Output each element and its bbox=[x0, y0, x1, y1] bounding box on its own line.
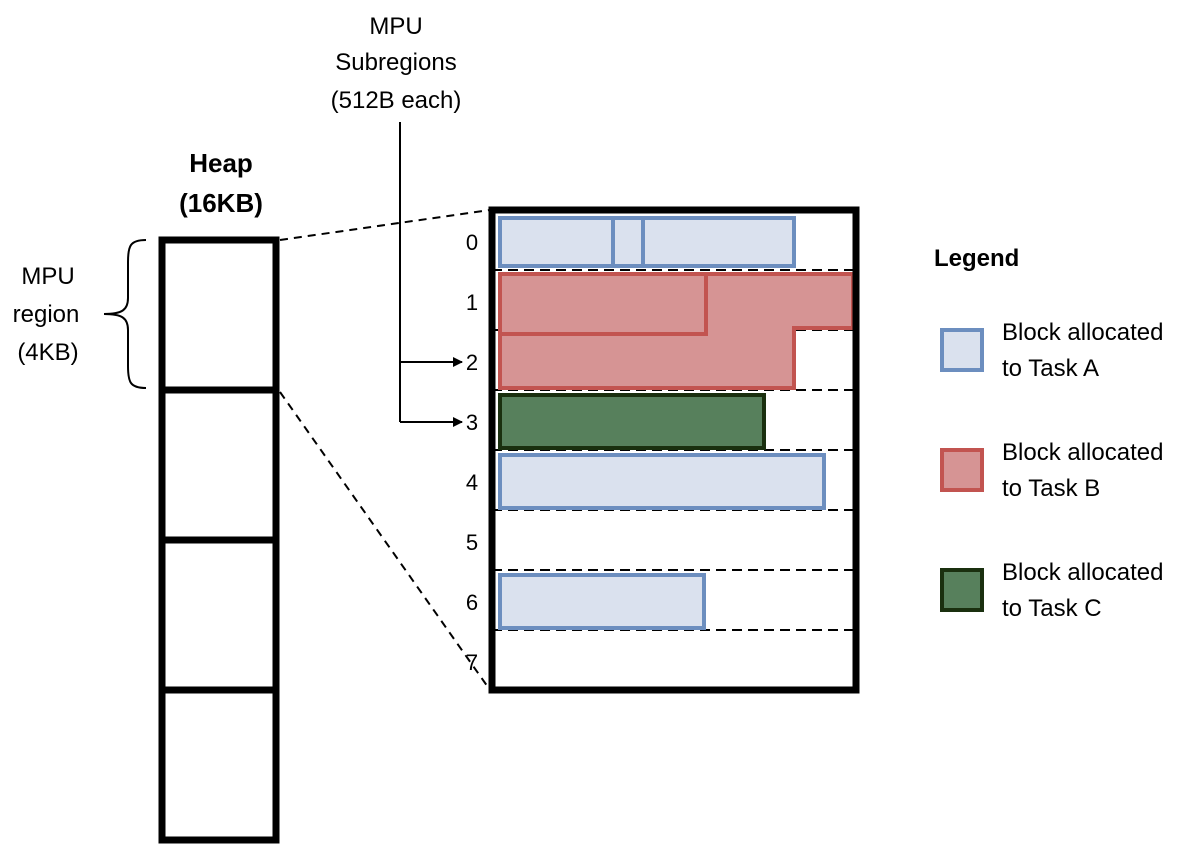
legend-swatch-task-c bbox=[940, 568, 984, 612]
subregion-index: 0 bbox=[466, 230, 478, 255]
subregion-box-border bbox=[488, 206, 860, 694]
subregion-index: 1 bbox=[466, 290, 478, 315]
mpu-region-brace bbox=[103, 239, 147, 389]
legend-label-task-a-line1: Block allocated bbox=[1002, 319, 1163, 346]
subregion-index: 7 bbox=[466, 650, 478, 675]
mpu-region-label-line3: (4KB) bbox=[17, 339, 78, 366]
heap-region-0 bbox=[158, 236, 280, 394]
legend: Legend Block allocated to Task A Block a… bbox=[934, 245, 1163, 622]
legend-title: Legend bbox=[934, 245, 1019, 272]
subregion-index: 3 bbox=[466, 410, 478, 435]
legend-swatch-task-b bbox=[940, 448, 984, 492]
subregion-indices: 0 1 2 3 4 5 6 7 bbox=[466, 230, 478, 675]
zoom-line-top bbox=[279, 209, 491, 241]
legend-label-task-c-line1: Block allocated bbox=[1002, 559, 1163, 586]
heap-column bbox=[158, 236, 280, 844]
task-b-block bbox=[498, 272, 708, 336]
legend-label-task-c-line2: to Task C bbox=[1002, 595, 1102, 622]
subregions-title-line3: (512B each) bbox=[331, 87, 462, 114]
zoom-line-bottom bbox=[279, 391, 491, 691]
heap-region-2 bbox=[158, 536, 280, 694]
task-a-block bbox=[498, 216, 615, 268]
legend-label-task-b-line1: Block allocated bbox=[1002, 439, 1163, 466]
subregions-title-line2: Subregions bbox=[335, 49, 456, 76]
subregion-index: 5 bbox=[466, 530, 478, 555]
task-a-block bbox=[611, 216, 645, 268]
legend-swatch-task-a bbox=[940, 328, 984, 372]
heap-region-3 bbox=[158, 686, 280, 844]
heap-title-line1: Heap bbox=[189, 148, 253, 178]
heap-region-1 bbox=[158, 386, 280, 544]
task-a-block bbox=[498, 453, 826, 510]
task-a-block bbox=[641, 216, 796, 268]
heap-title-line2: (16KB) bbox=[179, 188, 263, 218]
subregion-arrows bbox=[399, 122, 463, 427]
task-a-block bbox=[498, 573, 706, 630]
task-c-block bbox=[498, 393, 766, 450]
subregions-title-line1: MPU bbox=[369, 13, 422, 40]
subregion-detail bbox=[488, 206, 860, 694]
subregion-index: 6 bbox=[466, 590, 478, 615]
subregion-index: 4 bbox=[466, 470, 478, 495]
legend-label-task-b-line2: to Task B bbox=[1002, 475, 1100, 502]
legend-label-task-a-line2: to Task A bbox=[1002, 355, 1099, 382]
subregion-index: 2 bbox=[466, 350, 478, 375]
mpu-region-label-line1: MPU bbox=[21, 263, 74, 290]
mpu-region-label-line2: region bbox=[13, 301, 80, 328]
